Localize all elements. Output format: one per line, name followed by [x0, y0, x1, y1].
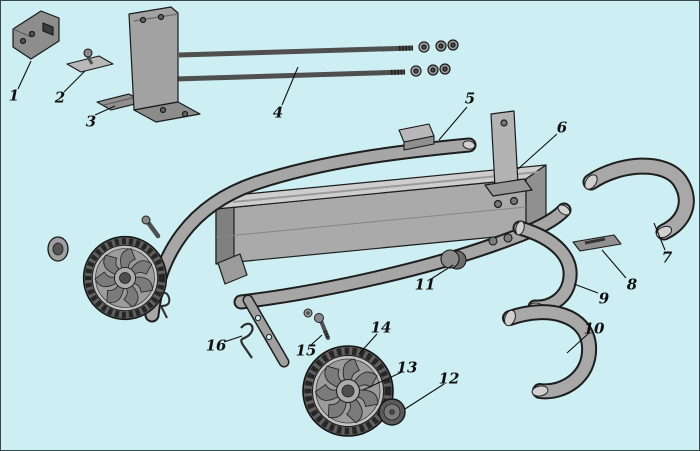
part-back-plate: [484, 110, 533, 197]
left-axle-bolt: [144, 218, 161, 239]
leader-line-3: [94, 105, 116, 116]
leader-line-2: [63, 70, 86, 93]
part-wedge-bracket: [12, 10, 60, 60]
leader-line-13: [362, 371, 403, 391]
leader-line-4: [281, 66, 299, 106]
leader-line-16: [223, 335, 243, 343]
leader-line-14: [358, 333, 378, 355]
left-wheel: [84, 237, 167, 320]
frame-tube-upper: [144, 137, 477, 323]
part-curved-tube: [512, 220, 578, 315]
left-retainer-clip: [158, 291, 171, 319]
part-axle-bolt: [303, 308, 330, 340]
leader-line-15: [310, 334, 323, 346]
leader-line-11: [430, 264, 454, 280]
lower-wheel-assembly: [303, 346, 406, 436]
leader-line-6: [517, 133, 558, 170]
left-wheel-assembly: [47, 215, 171, 320]
part-grip-tube: [582, 157, 695, 241]
part-r-clip: [240, 322, 254, 359]
beam-foot: [217, 253, 248, 285]
leader-line-10: [566, 332, 590, 354]
leader-line-1: [17, 60, 32, 90]
stay-bar: [242, 294, 290, 368]
leader-line-12: [404, 383, 445, 410]
beam-bolt: [509, 196, 519, 206]
leader-lines: [17, 60, 666, 410]
small-screw: [488, 236, 498, 246]
part-top-bracket: [398, 123, 435, 151]
leader-line-5: [438, 106, 468, 141]
leader-line-9: [573, 283, 599, 294]
rod-washers-nuts: [410, 39, 459, 77]
part-roller-knob: [440, 233, 513, 270]
small-screw: [503, 233, 513, 243]
part-handle-loop: [502, 304, 598, 400]
leader-line-7: [653, 222, 666, 251]
beam-bolt: [493, 199, 503, 209]
leader-line-8: [601, 249, 627, 279]
part-clamp-bracket: [572, 234, 622, 252]
lower-wheel: [303, 346, 393, 436]
part-bolt-plate: [66, 48, 114, 73]
main-beam: [215, 164, 547, 285]
part-mount-bracket-rods: [128, 6, 459, 123]
